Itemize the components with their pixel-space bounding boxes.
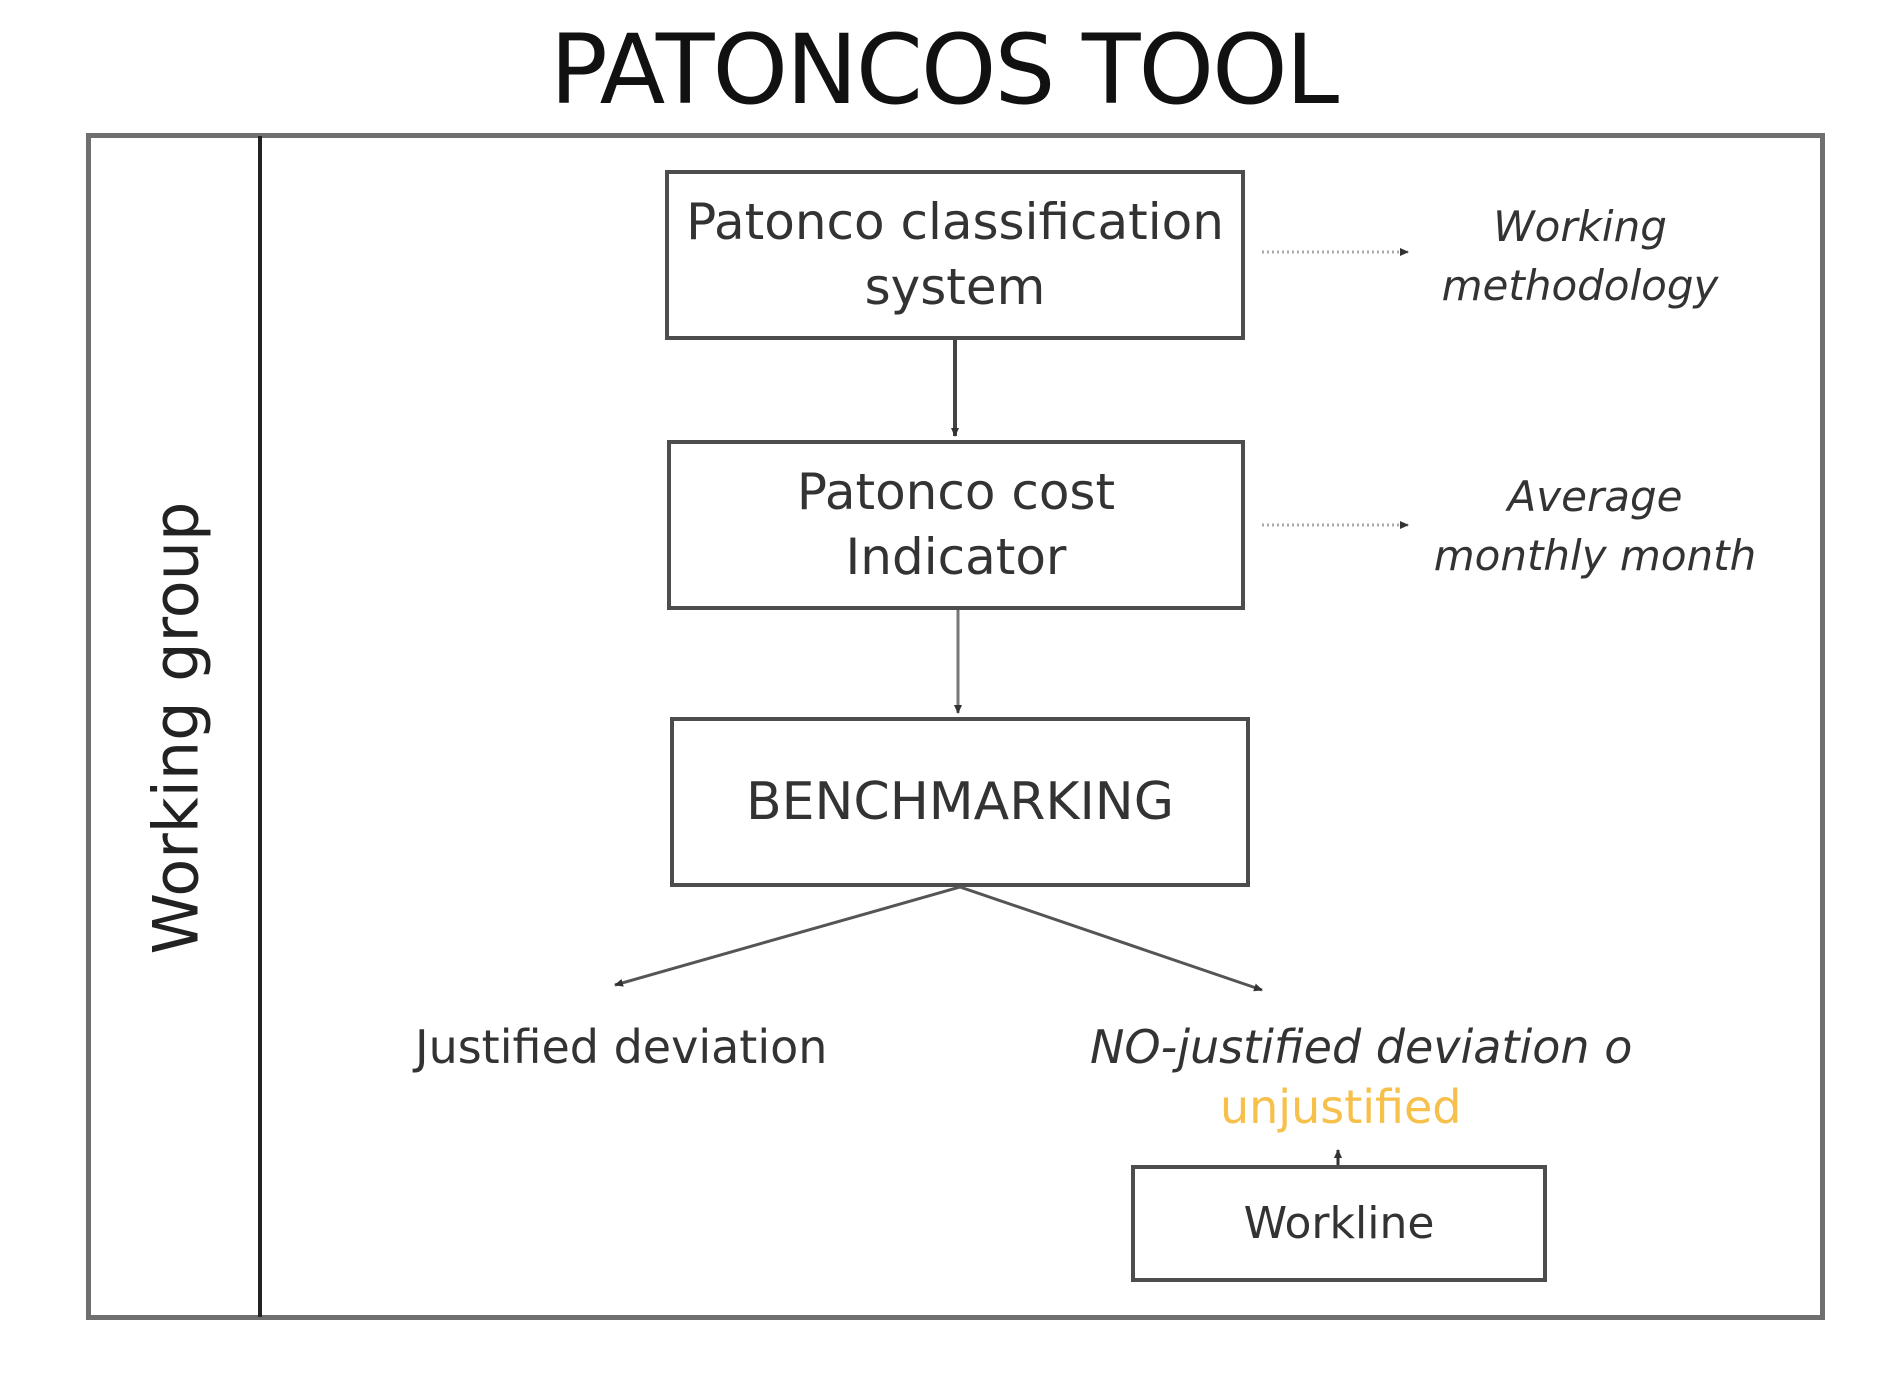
classification-line-2: system [864, 258, 1046, 316]
methodology-note: Working methodology [1380, 198, 1780, 316]
cost-indicator-line-2: Indicator [845, 528, 1067, 586]
outer-frame [86, 133, 1825, 1320]
arrow-benchmarking-to-no-justified [959, 885, 1263, 992]
no-justified-deviation-label: NO-justified deviation o [1090, 1020, 1633, 1074]
average-line-1: Average [1507, 472, 1683, 521]
unjustified-label: unjustified [1220, 1080, 1462, 1134]
group-divider [258, 136, 262, 1317]
arrow-benchmarking-to-justified [614, 885, 961, 987]
cost-indicator-box: Patonco cost Indicator [667, 440, 1245, 610]
methodology-line-1: Working [1493, 202, 1667, 251]
workline-box: Workline [1131, 1165, 1547, 1282]
benchmarking-box: BENCHMARKING [670, 717, 1250, 887]
average-line-2: monthly month [1433, 530, 1757, 580]
average-note: Average monthly month [1395, 468, 1795, 586]
classification-box: Patonco classification system [665, 170, 1245, 340]
classification-line-1: Patonco classification [686, 193, 1224, 251]
diagram-title: PATONCOS TOOL [549, 14, 1339, 126]
cost-indicator-line-1: Patonco cost [796, 463, 1116, 521]
methodology-line-2: methodology [1441, 260, 1719, 310]
justified-deviation-label: Justified deviation [415, 1020, 828, 1074]
